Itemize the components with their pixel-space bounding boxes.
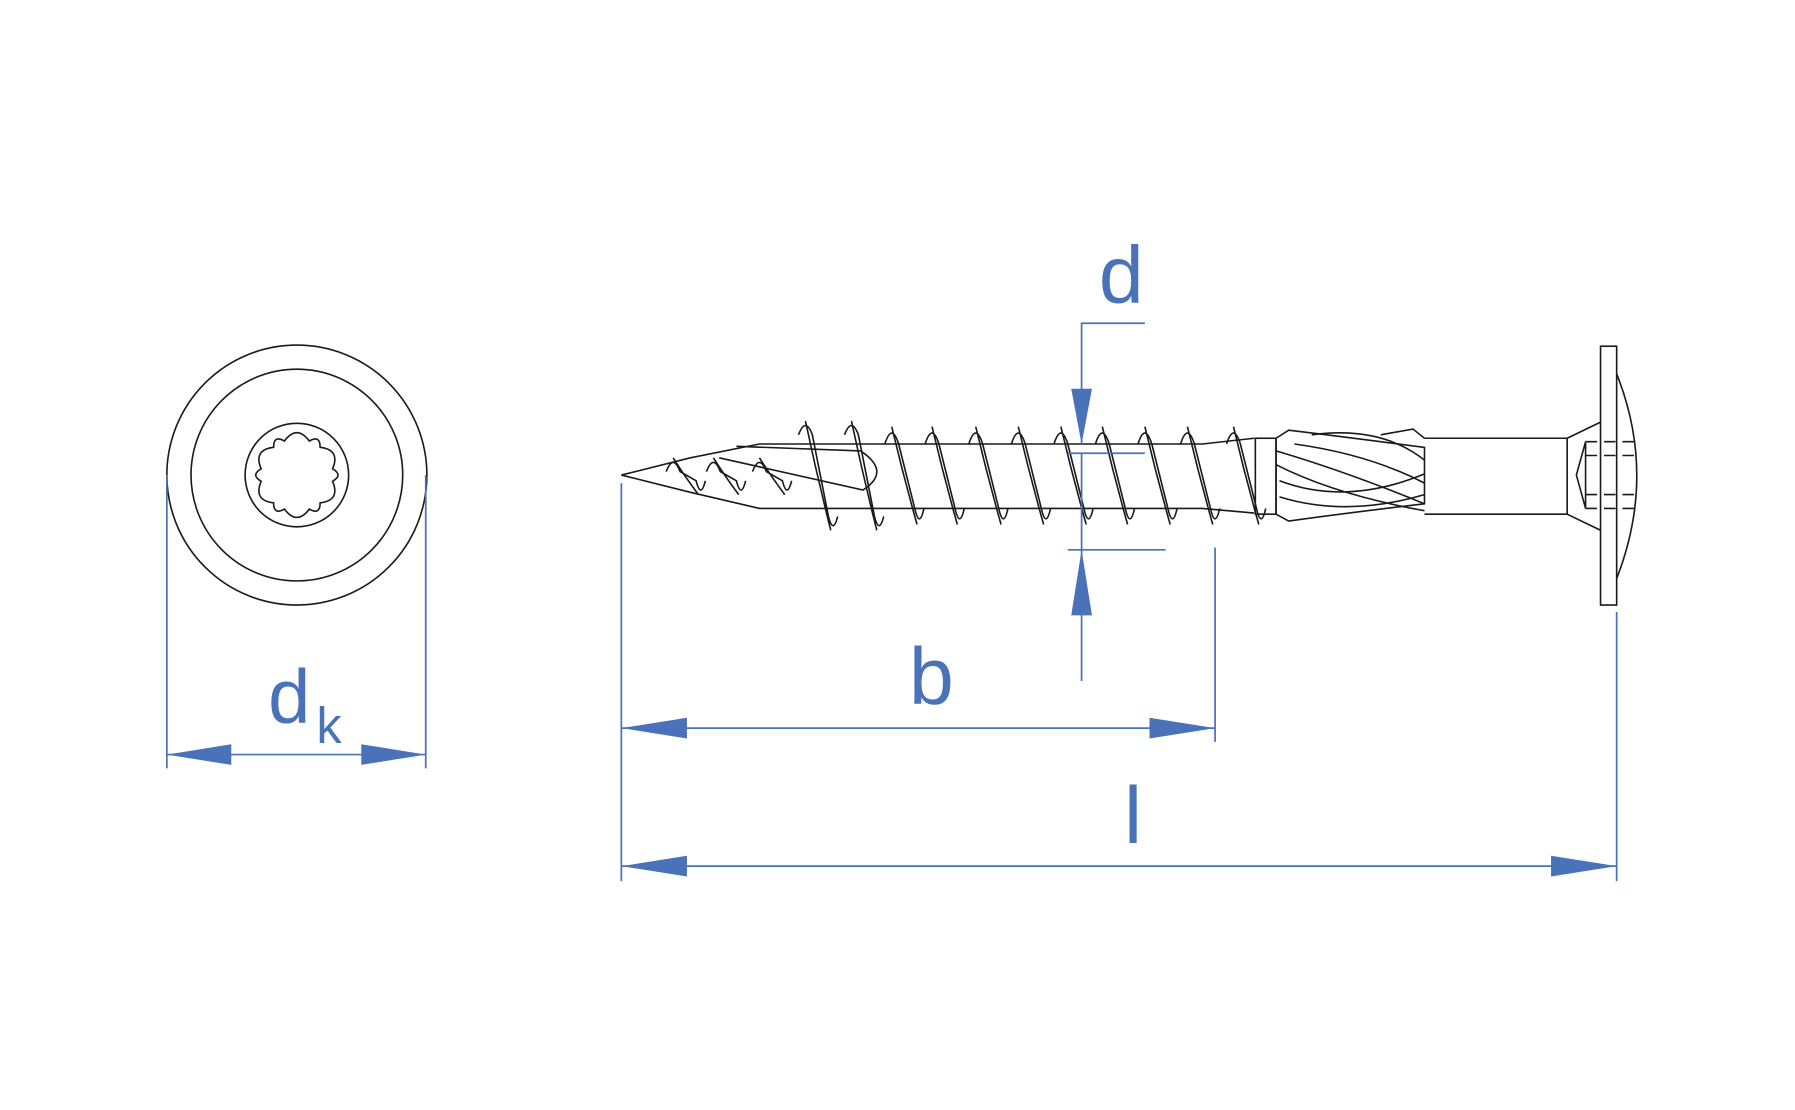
head-diameter-dimension: d k bbox=[165, 475, 427, 769]
thread-flight bbox=[1137, 426, 1178, 525]
thread-length-label: b bbox=[909, 632, 954, 722]
head-outer-circle bbox=[166, 344, 428, 606]
thread-flight bbox=[924, 426, 966, 525]
drive-recess-hidden-lines bbox=[1585, 440, 1637, 510]
thread-flights bbox=[665, 420, 1267, 531]
thread-flight bbox=[1179, 426, 1221, 525]
thread-flight bbox=[705, 457, 747, 496]
shank-ring bbox=[1254, 437, 1277, 515]
drive-recess-circle bbox=[244, 422, 350, 528]
torx-drive-icon bbox=[254, 431, 339, 519]
thread-diameter-label: d bbox=[1099, 231, 1144, 321]
thread-flight bbox=[1053, 426, 1094, 525]
arrow-left-icon bbox=[166, 744, 232, 765]
arrow-right-icon bbox=[361, 744, 426, 765]
thread-diameter-dimension: d bbox=[1067, 231, 1166, 681]
arrow-right-icon bbox=[1551, 855, 1617, 877]
head-top-view bbox=[166, 344, 428, 606]
total-length-dimension: l bbox=[621, 611, 1618, 882]
head-diameter-subscript: k bbox=[316, 697, 342, 754]
head-underside bbox=[1566, 421, 1601, 531]
smooth-shank bbox=[1424, 437, 1568, 515]
thread-length-dimension: b bbox=[620, 483, 1216, 882]
total-length-label: l bbox=[1124, 771, 1142, 861]
screw-side-view bbox=[621, 345, 1638, 606]
milling-rib-lines bbox=[1275, 428, 1425, 512]
arrow-right-icon bbox=[1149, 717, 1216, 739]
thread-shank bbox=[874, 437, 1255, 514]
thread-flight bbox=[884, 426, 925, 525]
thread-flight bbox=[665, 457, 707, 496]
thread-flight bbox=[968, 426, 1009, 525]
thread-flight bbox=[1010, 426, 1052, 525]
thread-flight bbox=[751, 457, 793, 496]
thread-flight bbox=[843, 420, 885, 531]
drive-recess-side bbox=[1575, 441, 1587, 509]
thread-flight bbox=[1094, 426, 1136, 525]
arrow-up-icon bbox=[1071, 549, 1092, 616]
arrow-left-icon bbox=[621, 855, 687, 877]
head-diameter-label: d bbox=[268, 654, 310, 739]
arrow-left-icon bbox=[621, 717, 687, 739]
arrow-down-icon bbox=[1071, 388, 1092, 444]
screw-tip bbox=[621, 443, 875, 510]
thread-flight bbox=[797, 420, 839, 531]
head-inner-circle bbox=[190, 368, 404, 582]
head-dome bbox=[1615, 373, 1638, 579]
head-washer bbox=[1599, 345, 1618, 606]
cutting-groove bbox=[718, 445, 878, 491]
